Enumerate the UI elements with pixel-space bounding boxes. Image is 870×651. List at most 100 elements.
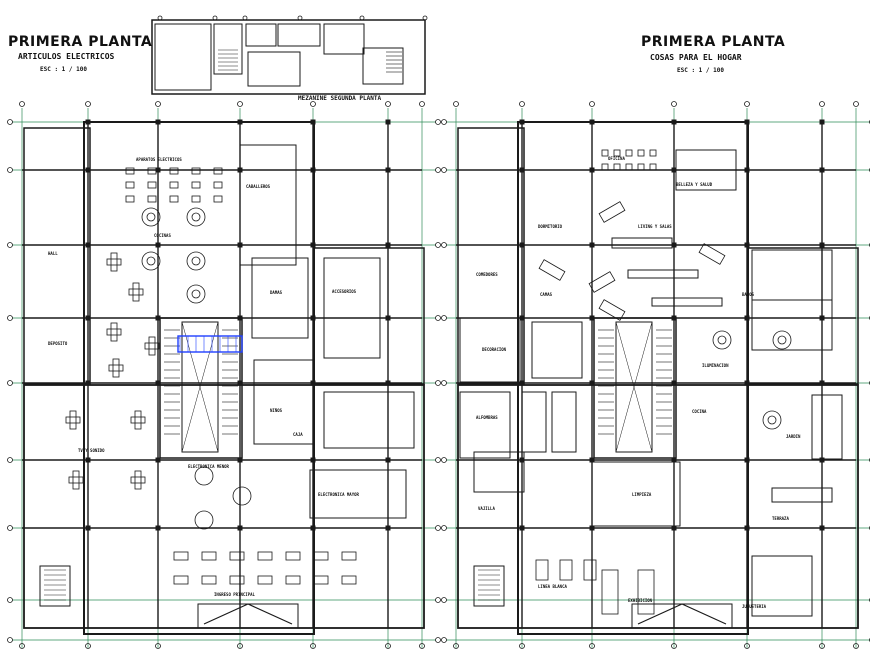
display-room	[459, 391, 511, 459]
appliance-table	[147, 195, 157, 203]
counter	[251, 257, 309, 339]
column	[671, 242, 677, 248]
room-label-hall: HALL	[48, 251, 58, 256]
highlight-block	[177, 335, 243, 353]
grid-bubble	[242, 15, 248, 21]
grid-bubble-right	[435, 380, 441, 386]
rack	[72, 470, 80, 490]
room-label-alfombras: ALFOMBRAS	[476, 415, 498, 420]
room-label-jugueteria: JUGUETERIA	[742, 604, 767, 609]
entrance-vestibule	[197, 603, 299, 629]
grid-bubble-bottom	[155, 643, 161, 649]
grid-bubble-top	[744, 101, 750, 107]
room-label-oficina: OFICINA	[608, 156, 625, 161]
grid-bubble	[212, 15, 218, 21]
showroom-item	[637, 163, 645, 171]
grid-bubble-left	[441, 380, 447, 386]
mezzanine-room	[277, 23, 321, 47]
grid-bubble-left	[7, 315, 13, 321]
pedestal	[559, 559, 573, 581]
left-plan-scale: ESC : 1 / 100	[40, 66, 87, 73]
grid-bubble-left	[7, 525, 13, 531]
room-label-decoracion: DECORACION	[482, 347, 507, 352]
grid-bubble-top	[419, 101, 425, 107]
left-plan-subtitle: ARTICULOS ELECTRICOS	[18, 52, 115, 61]
grid-bubble-top	[237, 101, 243, 107]
furniture	[588, 271, 616, 293]
grid-bubble-left	[441, 637, 447, 643]
entrance-canopy	[203, 603, 293, 625]
grid-bubble-right	[435, 119, 441, 125]
counter	[627, 269, 699, 279]
grid-bubble-right	[435, 525, 441, 531]
column	[819, 457, 825, 463]
column	[155, 457, 161, 463]
grid-bubble	[157, 15, 163, 21]
column	[819, 315, 825, 321]
pedestal	[535, 559, 549, 581]
column	[671, 525, 677, 531]
mezzanine-room	[245, 23, 277, 47]
room-label-deposito: DEPOSITO	[48, 341, 68, 346]
round-table	[712, 330, 732, 350]
grid-bubble-top	[155, 101, 161, 107]
mezzanine-outline	[151, 19, 426, 95]
grid-bubble-right	[435, 597, 441, 603]
round-table-core	[777, 335, 787, 345]
counter	[611, 237, 673, 249]
rack	[134, 470, 142, 490]
grid-bubble-right	[435, 242, 441, 248]
round-table	[772, 330, 792, 350]
pedestal	[313, 551, 329, 561]
grid-bubble-left	[441, 597, 447, 603]
counter	[751, 299, 833, 351]
rack	[130, 476, 146, 484]
grid-bubble-left	[441, 242, 447, 248]
furniture	[598, 201, 626, 223]
display-area	[751, 555, 813, 617]
display	[551, 391, 577, 453]
counter	[811, 394, 843, 460]
right-block	[747, 247, 859, 385]
pedestal	[341, 575, 357, 585]
grid-bubble-top	[85, 101, 91, 107]
grid-bubble-left	[441, 525, 447, 531]
outer-wall	[83, 121, 315, 635]
rack	[110, 252, 118, 272]
column	[819, 525, 825, 531]
appliance-table	[191, 195, 201, 203]
pedestal	[173, 575, 189, 585]
appliance-table	[191, 167, 201, 175]
stair-core	[593, 317, 677, 459]
grid-bubble-bottom	[853, 643, 859, 649]
display-stand-core	[146, 256, 156, 266]
column	[237, 525, 243, 531]
column	[589, 242, 595, 248]
side-room	[531, 321, 583, 379]
room-label-exhibicion: EXHIBICION	[628, 598, 653, 603]
display-stand	[186, 207, 206, 227]
column	[385, 242, 391, 248]
pedestal	[341, 551, 357, 561]
mezzanine-room	[154, 23, 212, 91]
room-label-caja: CAJA	[293, 432, 303, 437]
display-stand	[141, 251, 161, 271]
column	[589, 525, 595, 531]
pedestal	[637, 569, 655, 615]
room-label-linea-blanca: LINEA BLANCA	[538, 584, 567, 589]
column	[385, 315, 391, 321]
showroom-item	[613, 163, 621, 171]
void-diagonal	[615, 321, 653, 453]
counter	[253, 359, 315, 445]
grid-bubble-left	[7, 242, 13, 248]
appliance-table	[213, 195, 223, 203]
grid-bubble-right	[435, 637, 441, 643]
room-label-kitchens: COCINAS	[154, 233, 171, 238]
octagon-table	[194, 510, 214, 530]
grid-bubble-top	[519, 101, 525, 107]
round-table-core	[767, 415, 777, 425]
rack	[68, 476, 84, 484]
rack	[106, 328, 122, 336]
rack	[65, 416, 81, 424]
